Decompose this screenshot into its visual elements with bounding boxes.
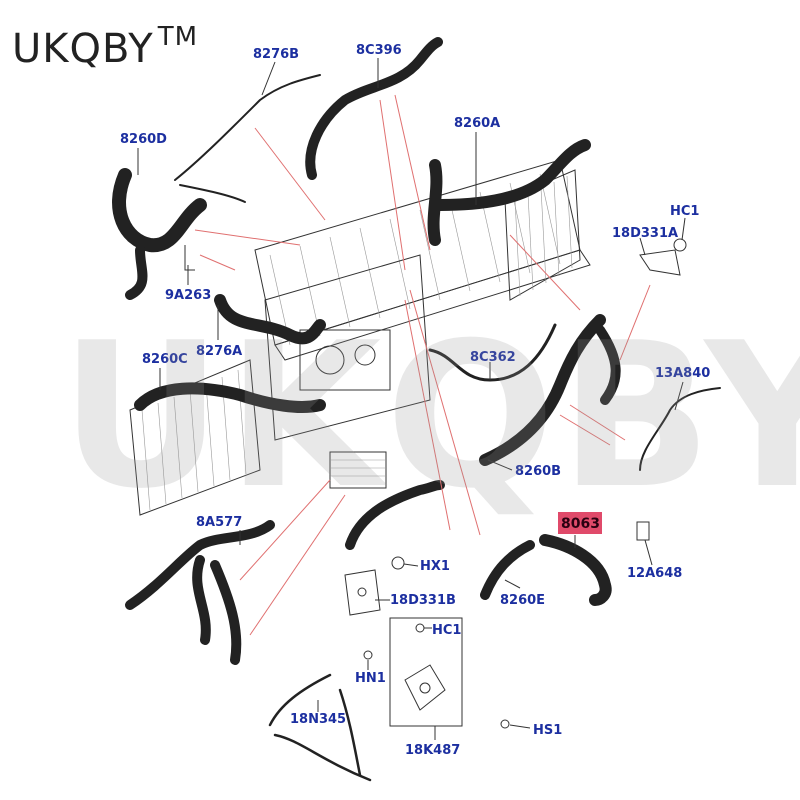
hose-18N345 <box>268 673 372 782</box>
hose-8260C <box>134 382 326 413</box>
leader-lines <box>137 58 686 740</box>
oil-cooler <box>329 451 387 489</box>
bracket-18D331B <box>344 569 381 616</box>
label-18D331B: 18D331B <box>390 593 456 608</box>
hose-8C396 <box>305 37 443 180</box>
hose-8276B <box>174 74 321 203</box>
bracket-18D331A <box>639 238 687 276</box>
label-8260B: 8260B <box>515 464 561 479</box>
hose-8A577 <box>125 520 275 665</box>
label-18N345: 18N345 <box>290 712 346 727</box>
screw-HS1 <box>500 719 510 729</box>
label-18K487: 18K487 <box>405 743 460 758</box>
brand-name: UKQBY <box>12 26 154 72</box>
label-8260A: 8260A <box>454 116 500 131</box>
label-HS1: HS1 <box>533 723 562 738</box>
brand-trademark: TM <box>157 22 199 52</box>
label-8063: 8063 <box>561 516 600 532</box>
label-8276A: 8276A <box>196 344 242 359</box>
label-8A577: 8A577 <box>196 515 242 530</box>
hose-8260A <box>427 139 591 246</box>
intercooler-block <box>264 254 431 441</box>
sensor-line-13A840 <box>639 387 721 471</box>
highlighted-callout-box <box>558 512 602 534</box>
hose-8063 <box>539 534 612 606</box>
label-HC1-lower: HC1 <box>432 623 461 638</box>
reference-lines <box>194 94 651 636</box>
clamp-HX1 <box>391 556 405 570</box>
hose-8260B <box>479 314 621 466</box>
label-HX1: HX1 <box>420 559 450 574</box>
label-8260D: 8260D <box>120 132 167 147</box>
label-12A648: 12A648 <box>627 566 682 581</box>
part-9A263 <box>184 245 195 271</box>
clamp-HC1-lower <box>415 623 425 633</box>
main-radiator <box>254 159 591 361</box>
hose-8260E <box>480 540 535 600</box>
label-18D331A: 18D331A <box>612 226 678 241</box>
hose-8276A <box>214 294 326 345</box>
hose-8260D <box>112 168 207 300</box>
label-8276B: 8276B <box>253 47 299 62</box>
valve-18K487 <box>389 617 463 727</box>
sensor-12A648 <box>636 521 650 541</box>
label-8C362: 8C362 <box>470 350 516 365</box>
label-9A263: 9A263 <box>165 288 211 303</box>
callout-labels: 8276B 8C396 8260D 8260A HC1 18D331A 9A26… <box>120 43 710 758</box>
label-8260C: 8260C <box>142 352 188 367</box>
label-HC1-upper: HC1 <box>670 204 699 219</box>
clamp-HN1 <box>363 650 373 660</box>
hose-oil-cooler <box>345 480 445 550</box>
label-HN1: HN1 <box>355 671 386 686</box>
label-8C396: 8C396 <box>356 43 402 58</box>
label-13A840: 13A840 <box>655 366 710 381</box>
label-8260E: 8260E <box>500 593 545 608</box>
